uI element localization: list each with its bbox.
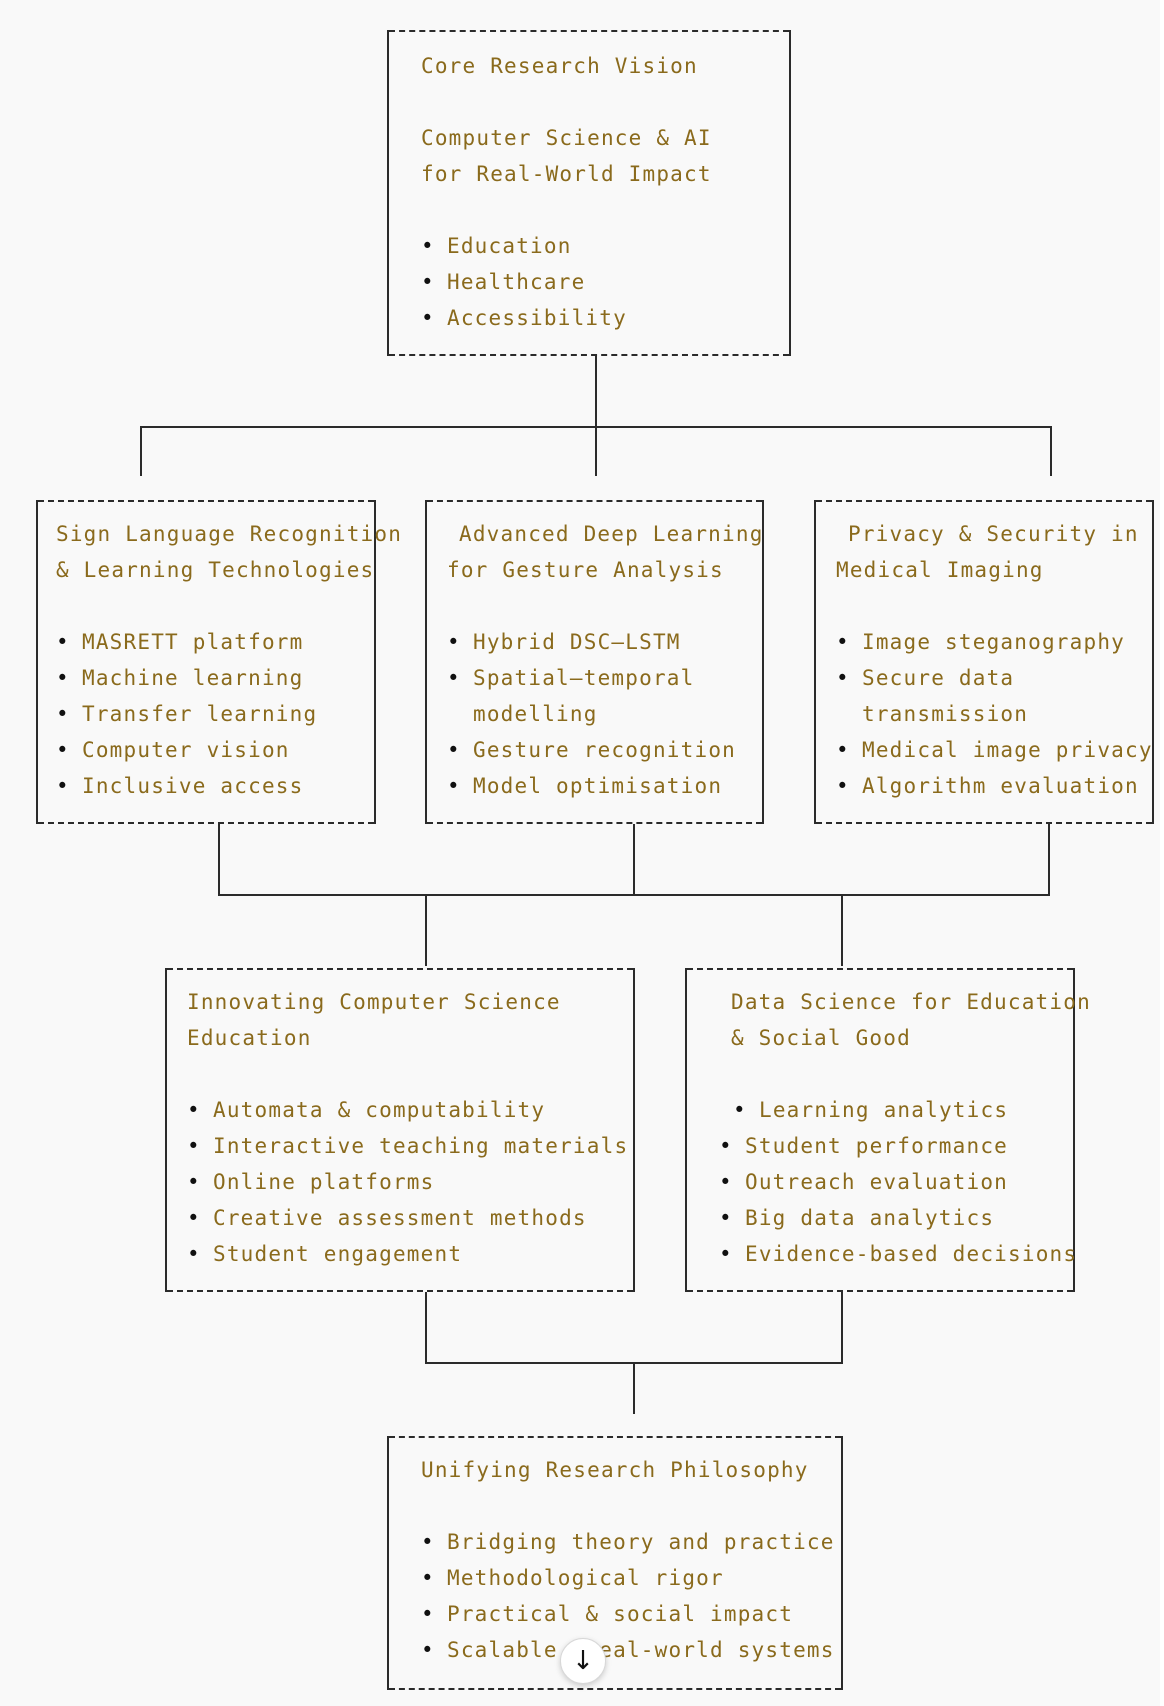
core-vision-box: Core Research Vision Computer Science & … [387,30,791,356]
box-title-line1: Sign Language Recognition [56,522,403,546]
list-item: Methodological rigor [421,1560,724,1596]
list-item: Transfer learning [56,696,317,732]
list-item: Medical image privacy [836,732,1153,768]
core-item: Healthcare [421,264,585,300]
box-title-line2: & Learning Technologies [56,558,375,582]
list-item: Image steganography [836,624,1125,660]
list-item: Interactive teaching materials [187,1128,628,1164]
connector [425,1292,427,1364]
core-item: Accessibility [421,300,627,336]
connector [841,1292,843,1364]
connector [218,824,220,896]
list-item: Online platforms [187,1164,435,1200]
box-title-line2: Medical Imaging [836,558,1044,582]
list-item-continued: modelling [473,702,598,726]
list-item: Inclusive access [56,768,304,804]
list-item: MASRETT platform [56,624,304,660]
list-item: Computer vision [56,732,290,768]
list-item: Evidence-based decisions [719,1236,1077,1272]
list-item: Algorithm evaluation [836,768,1139,804]
philosophy-title: Unifying Research Philosophy [421,1458,809,1482]
deep-learning-box: Advanced Deep Learning for Gesture Analy… [425,500,764,824]
core-subtitle-line2: for Real-World Impact [421,162,712,186]
list-item: Scalable, real-world systems [421,1632,835,1668]
core-item: Education [421,228,572,264]
connector [140,426,142,476]
box-title-line2: Education [187,1026,312,1050]
box-title-line2: for Gesture Analysis [447,558,724,582]
arrow-down-icon: ↓ [572,1646,594,1676]
box-title-line1: Privacy & Security in [848,522,1139,546]
privacy-security-box: Privacy & Security in Medical Imaging Im… [814,500,1154,824]
list-item: Learning analytics [733,1092,1008,1128]
list-item: Student performance [719,1128,1008,1164]
list-item: Model optimisation [447,768,722,804]
list-item: Automata & computability [187,1092,545,1128]
data-science-box: Data Science for Education & Social Good… [685,968,1090,1292]
cs-education-box: Innovating Computer Science Education Au… [165,968,635,1292]
core-subtitle-line1: Computer Science & AI [421,126,712,150]
list-item: Student engagement [187,1236,462,1272]
connector [841,894,843,966]
list-item: Gesture recognition [447,732,736,768]
list-item: Outreach evaluation [719,1164,1008,1200]
list-item: Practical & social impact [421,1596,793,1632]
box-title-line1: Data Science for Education [731,990,1091,1014]
list-item: Big data analytics [719,1200,994,1236]
connector [1050,426,1052,476]
list-item-continued: transmission [862,702,1029,726]
connector [633,824,635,896]
connector [595,356,597,426]
core-title: Core Research Vision [421,54,698,78]
connector [218,894,1050,896]
box-title-line1: Advanced Deep Learning [459,522,764,546]
box-title-line1: Innovating Computer Science [187,990,561,1014]
connector [633,1362,635,1414]
sign-language-box: Sign Language Recognition & Learning Tec… [36,500,401,824]
scroll-down-button[interactable]: ↓ [560,1638,606,1684]
list-item: Secure data [836,660,1014,696]
philosophy-box: Unifying Research Philosophy Bridging th… [387,1436,843,1690]
list-item: Hybrid DSC–LSTM [447,624,681,660]
connector [1048,824,1050,896]
connector [595,426,597,476]
list-item: Spatial–temporal [447,660,695,696]
list-item: Creative assessment methods [187,1200,587,1236]
box-title-line2: & Social Good [731,1026,911,1050]
connector [425,894,427,966]
list-item: Machine learning [56,660,304,696]
list-item: Bridging theory and practice [421,1524,835,1560]
